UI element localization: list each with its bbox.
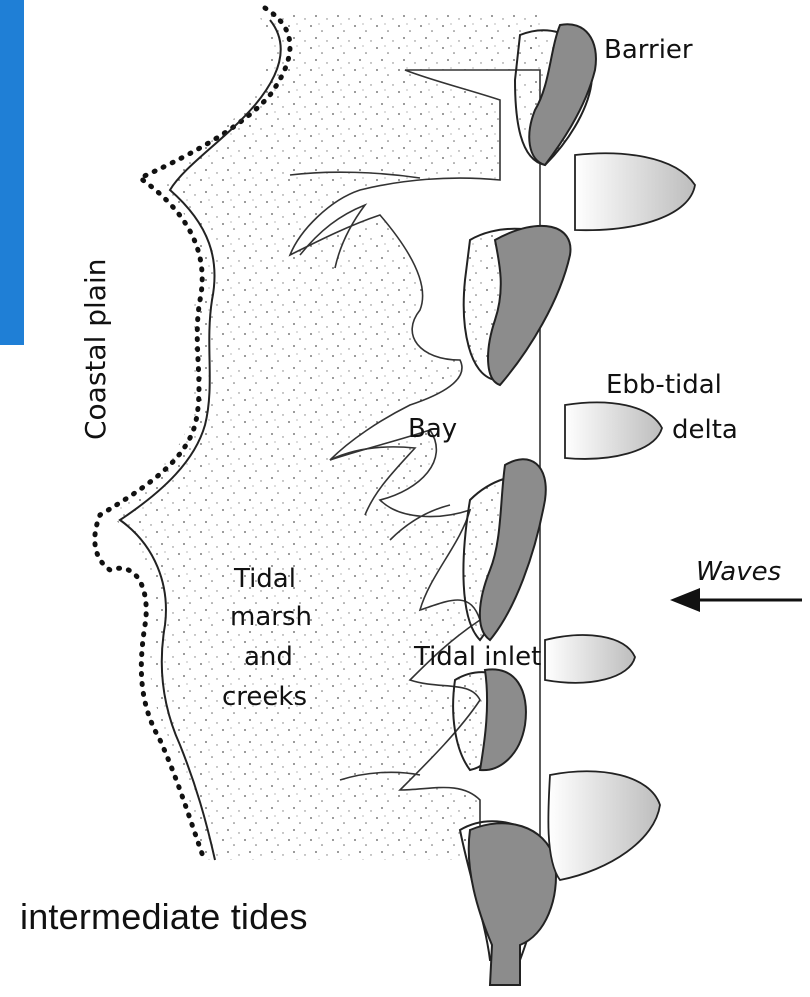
label-and: and bbox=[244, 642, 293, 672]
ebb-tidal-delta bbox=[548, 771, 660, 880]
label-bay: Bay bbox=[408, 414, 457, 444]
label-marsh: marsh bbox=[230, 602, 312, 632]
ebb-tidal-delta bbox=[565, 402, 662, 458]
label-delta: delta bbox=[672, 415, 738, 445]
arrow-left-icon bbox=[670, 588, 802, 612]
ebb-tidal-delta bbox=[575, 153, 695, 230]
label-barrier: Barrier bbox=[604, 35, 693, 65]
ebb-tidal-delta bbox=[545, 635, 635, 683]
label-ebb-tidal: Ebb-tidal bbox=[606, 370, 722, 400]
label-tidal-inlet: Tidal inlet bbox=[413, 642, 541, 672]
label-creeks: creeks bbox=[222, 682, 307, 712]
label-tidal: Tidal bbox=[233, 564, 296, 594]
barrier-shoal bbox=[469, 823, 556, 985]
label-waves: Waves bbox=[696, 557, 781, 587]
caption: intermediate tides bbox=[20, 896, 308, 938]
label-coastal-plain: Coastal plain bbox=[79, 259, 112, 440]
